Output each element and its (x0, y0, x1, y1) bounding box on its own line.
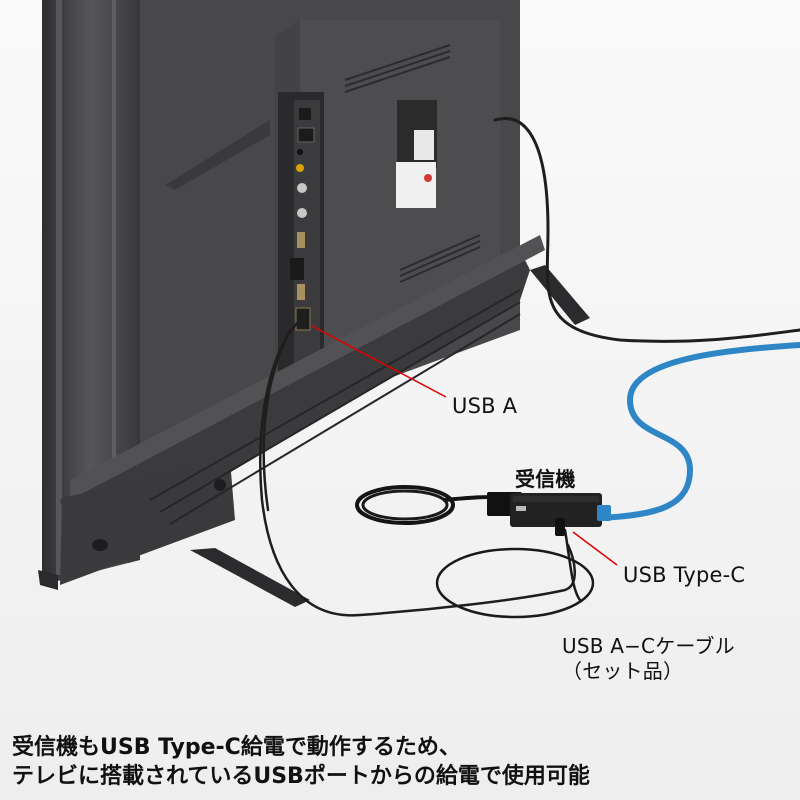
caption-text: 受信機もUSB Type-C給電で動作するため、 テレビに搭載されているUSBポ… (12, 733, 590, 791)
cables (259, 117, 800, 619)
caption-line2: テレビに搭載されているUSBポートからの給電で使用可能 (12, 764, 590, 789)
callout-lines (311, 325, 618, 566)
hdmi-cable-coil (355, 485, 455, 525)
callout-usb-a-c-cable: USB A−Cケーブル （セット品） (562, 634, 735, 684)
receiver-device (487, 492, 611, 536)
power-cable (493, 117, 800, 343)
tv-body (38, 0, 590, 607)
lan-cable (597, 342, 800, 521)
callout-cable-line1: USB A−Cケーブル (562, 634, 735, 658)
callout-receiver: 受信機 (515, 467, 576, 491)
callout-usb-type-c: USB Type-C (623, 563, 746, 587)
usb-c-cable-loop (435, 547, 595, 619)
caption-line1: 受信機もUSB Type-C給電で動作するため、 (12, 735, 461, 760)
callout-line-usb-c (572, 531, 618, 566)
callout-cable-line2: （セット品） (562, 659, 684, 683)
usb-a-cable (259, 318, 576, 617)
callout-line-usb-a (311, 325, 447, 398)
callout-usb-a: USB A (452, 394, 518, 418)
